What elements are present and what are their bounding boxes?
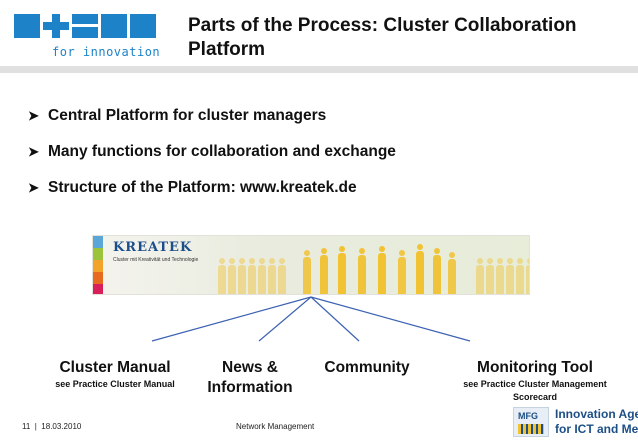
mfg-logo: MFG Innovation Agency for ICT and Media — [513, 405, 638, 439]
crowd-silhouette-illustration — [218, 244, 529, 294]
connector-line — [310, 296, 360, 342]
person-silhouette — [398, 250, 406, 294]
person-silhouette — [448, 252, 456, 294]
logo-blocks — [14, 14, 156, 38]
node-label: Community — [324, 359, 410, 376]
bullet-text: Central Platform for cluster managers — [48, 107, 327, 124]
logo-block-split — [72, 14, 98, 38]
person-silhouette — [476, 258, 484, 294]
arrow-bullet-icon: ➤ — [28, 108, 39, 123]
person-silhouette — [378, 246, 386, 294]
person-silhouette — [320, 248, 328, 294]
logo-tagline: for innovation — [52, 45, 161, 59]
banner-stripe — [93, 260, 103, 272]
person-silhouette — [506, 258, 514, 294]
kreatek-banner: KREATEK Cluster mit Kreativität und Tech… — [92, 235, 530, 295]
mfg-badge: MFG — [513, 407, 549, 437]
footer-page-info: 11 | 18.03.2010 — [22, 422, 81, 431]
bullet-list: ➤ Central Platform for cluster managers … — [28, 98, 396, 206]
bullet-item: ➤ Central Platform for cluster managers — [28, 98, 396, 134]
person-silhouette — [496, 258, 504, 294]
person-silhouette — [526, 258, 529, 294]
person-silhouette — [303, 250, 311, 294]
mfg-line1: Innovation Agency — [555, 407, 638, 421]
innovation-logo: for innovation — [14, 14, 164, 62]
node-news-information: News & Information — [200, 358, 300, 398]
person-silhouette — [516, 258, 524, 294]
node-label: Monitoring Tool — [477, 359, 593, 376]
person-silhouette — [268, 258, 276, 294]
node-cluster-manual: Cluster Manual see Practice Cluster Manu… — [40, 358, 190, 391]
banner-stripe — [93, 248, 103, 260]
person-silhouette — [486, 258, 494, 294]
slide-title: Parts of the Process: Cluster Collaborat… — [188, 15, 577, 60]
person-silhouette — [358, 248, 366, 294]
mfg-agency-name: Innovation Agency for ICT and Media — [555, 407, 638, 437]
mfg-line2: for ICT and Media — [555, 422, 638, 436]
footer-separator: | — [34, 422, 37, 431]
person-silhouette — [338, 246, 346, 294]
person-silhouette — [228, 258, 236, 294]
logo-block — [14, 14, 40, 38]
footer-date: 18.03.2010 — [41, 422, 82, 431]
node-label: News & Information — [207, 359, 293, 396]
bullet-text: Structure of the Platform: www.kreatek.d… — [48, 179, 357, 196]
mfg-badge-text: MFG — [518, 411, 538, 421]
person-silhouette — [238, 258, 246, 294]
person-silhouette — [433, 248, 441, 294]
header-divider — [0, 66, 638, 73]
banner-stripe — [93, 272, 103, 284]
connector-line — [258, 296, 312, 342]
mfg-emblem-icon — [518, 424, 544, 434]
person-silhouette — [258, 258, 266, 294]
node-community: Community — [312, 358, 422, 378]
person-silhouette — [248, 258, 256, 294]
banner-stripe — [93, 236, 103, 248]
bullet-text: Many functions for collaboration and exc… — [48, 143, 396, 160]
arrow-bullet-icon: ➤ — [28, 144, 39, 159]
arrow-bullet-icon: ➤ — [28, 180, 39, 195]
kreatek-brand: KREATEK — [113, 240, 193, 255]
node-subtitle: see Practice Cluster Management Scorecar… — [463, 379, 607, 402]
footer-title: Network Management — [236, 422, 315, 431]
page-number: 11 — [22, 422, 31, 431]
kreatek-subtitle: Cluster mit Kreativität und Technologie — [113, 257, 199, 263]
banner-color-stripes — [93, 236, 103, 294]
logo-block — [130, 14, 156, 38]
node-monitoring-tool: Monitoring Tool see Practice Cluster Man… — [450, 358, 620, 404]
banner-stripe — [93, 284, 103, 294]
person-silhouette — [278, 258, 286, 294]
person-silhouette — [218, 258, 226, 294]
node-label: Cluster Manual — [59, 359, 171, 376]
connector-line — [310, 296, 471, 342]
logo-block — [101, 14, 127, 38]
node-subtitle: see Practice Cluster Manual — [55, 379, 175, 389]
bullet-item: ➤ Many functions for collaboration and e… — [28, 134, 396, 170]
connector-line — [151, 296, 312, 342]
logo-cross — [43, 14, 69, 38]
person-silhouette — [416, 244, 424, 294]
bullet-item: ➤ Structure of the Platform: www.kreatek… — [28, 170, 396, 206]
